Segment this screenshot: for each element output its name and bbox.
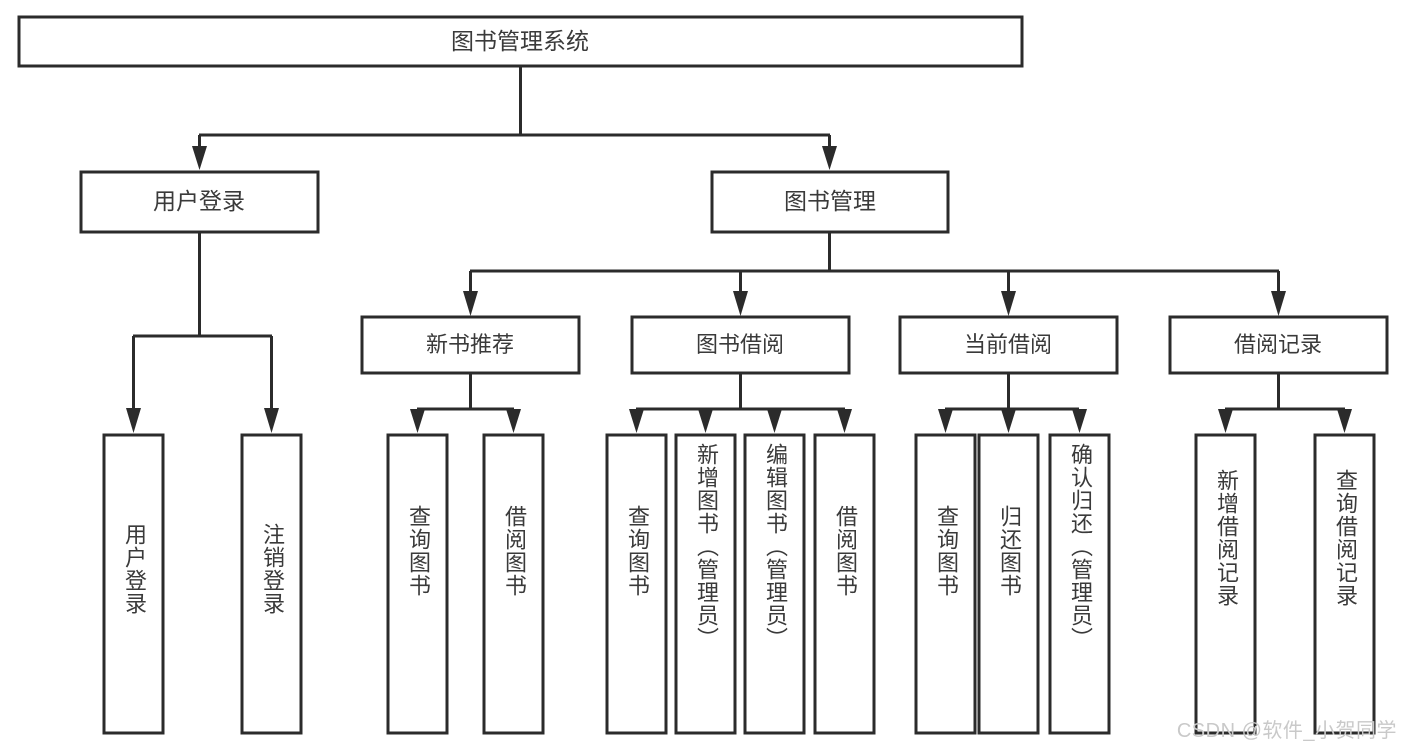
node-current-borrow-box[interactable] bbox=[898, 315, 1119, 375]
arrow-head-borrow-record bbox=[1271, 291, 1286, 316]
connector-new-book-rec-to-leaves bbox=[410, 373, 521, 433]
node-root-label: 图书管理系统 bbox=[451, 28, 589, 54]
node-root-box[interactable] bbox=[17, 15, 1024, 68]
arrow-head-new-book-rec bbox=[463, 291, 478, 316]
node-current-borrow[interactable]: 当前借阅 bbox=[898, 315, 1119, 375]
arrow-head-leaf-query-book-1 bbox=[410, 409, 425, 433]
leaf-box-query-book-3[interactable] bbox=[914, 433, 977, 735]
arrow-head-leaf-query-book-3 bbox=[938, 409, 953, 433]
connector-user-login-to-leaves bbox=[126, 232, 279, 433]
leaf-box-query-book-1[interactable] bbox=[386, 433, 449, 735]
arrow-head-book-borrow bbox=[733, 291, 748, 316]
node-borrow-record-box[interactable] bbox=[1168, 315, 1389, 375]
leaf-box-query-record[interactable] bbox=[1313, 433, 1376, 735]
node-borrow-record-label: 借阅记录 bbox=[1234, 332, 1322, 357]
connector-borrow-record-to-leaves bbox=[1218, 373, 1352, 433]
arrow-head-leaf-query-book-2 bbox=[629, 409, 644, 433]
leaf-box-edit-book[interactable] bbox=[743, 433, 806, 735]
arrow-head-leaf-add-book bbox=[698, 409, 713, 433]
node-root[interactable]: 图书管理系统 bbox=[17, 15, 1024, 68]
arrow-head-leaf-edit-book bbox=[767, 409, 782, 433]
node-user-login[interactable]: 用户登录 bbox=[79, 170, 320, 234]
leaf-box-user-login[interactable] bbox=[102, 433, 165, 735]
node-new-book-rec[interactable]: 新书推荐 bbox=[360, 315, 581, 375]
leaf-box-borrow-book-2[interactable] bbox=[813, 433, 876, 735]
arrow-head-user-login bbox=[192, 146, 207, 170]
leaf-box-add-book[interactable] bbox=[674, 433, 737, 735]
node-book-manage[interactable]: 图书管理 bbox=[710, 170, 950, 234]
arrow-head-leaf-borrow-book-1 bbox=[506, 409, 521, 433]
connector-root-to-level2 bbox=[192, 66, 837, 170]
node-borrow-record[interactable]: 借阅记录 bbox=[1168, 315, 1389, 375]
arrow-head-leaf-query-record bbox=[1337, 409, 1352, 433]
node-book-manage-label: 图书管理 bbox=[784, 188, 876, 214]
connector-book-manage-to-level3 bbox=[463, 232, 1286, 316]
node-new-book-rec-box[interactable] bbox=[360, 315, 581, 375]
leaf-box-add-record[interactable] bbox=[1194, 433, 1257, 735]
node-book-borrow[interactable]: 图书借阅 bbox=[630, 315, 851, 375]
leaf-box-return-book[interactable] bbox=[977, 433, 1040, 735]
node-new-book-rec-label: 新书推荐 bbox=[426, 332, 514, 357]
arrow-head-leaf-user-login bbox=[126, 408, 141, 433]
leaf-box-query-book-2[interactable] bbox=[605, 433, 668, 735]
arrow-head-leaf-return-book bbox=[1001, 409, 1016, 433]
node-book-manage-box[interactable] bbox=[710, 170, 950, 234]
leaf-box-confirm-return[interactable] bbox=[1048, 433, 1111, 735]
arrow-head-leaf-borrow-book-2 bbox=[837, 409, 852, 433]
node-book-borrow-label: 图书借阅 bbox=[696, 332, 784, 357]
node-book-borrow-box[interactable] bbox=[630, 315, 851, 375]
arrow-head-book-manage bbox=[822, 146, 837, 170]
arrow-head-current-borrow bbox=[1001, 291, 1016, 316]
arrow-head-leaf-confirm-return bbox=[1072, 409, 1087, 433]
node-current-borrow-label: 当前借阅 bbox=[964, 332, 1052, 357]
connector-book-borrow-to-leaves bbox=[629, 373, 852, 433]
leaf-box-user-logout[interactable] bbox=[240, 433, 303, 735]
leaf-box-borrow-book-1[interactable] bbox=[482, 433, 545, 735]
csdn-watermark: CSDN @软件_小贺同学 bbox=[1176, 720, 1397, 742]
connector-current-borrow-to-leaves bbox=[938, 373, 1087, 433]
arrow-head-leaf-add-record bbox=[1218, 409, 1233, 433]
arrow-head-leaf-user-logout bbox=[264, 408, 279, 433]
node-user-login-label: 用户登录 bbox=[153, 188, 245, 214]
